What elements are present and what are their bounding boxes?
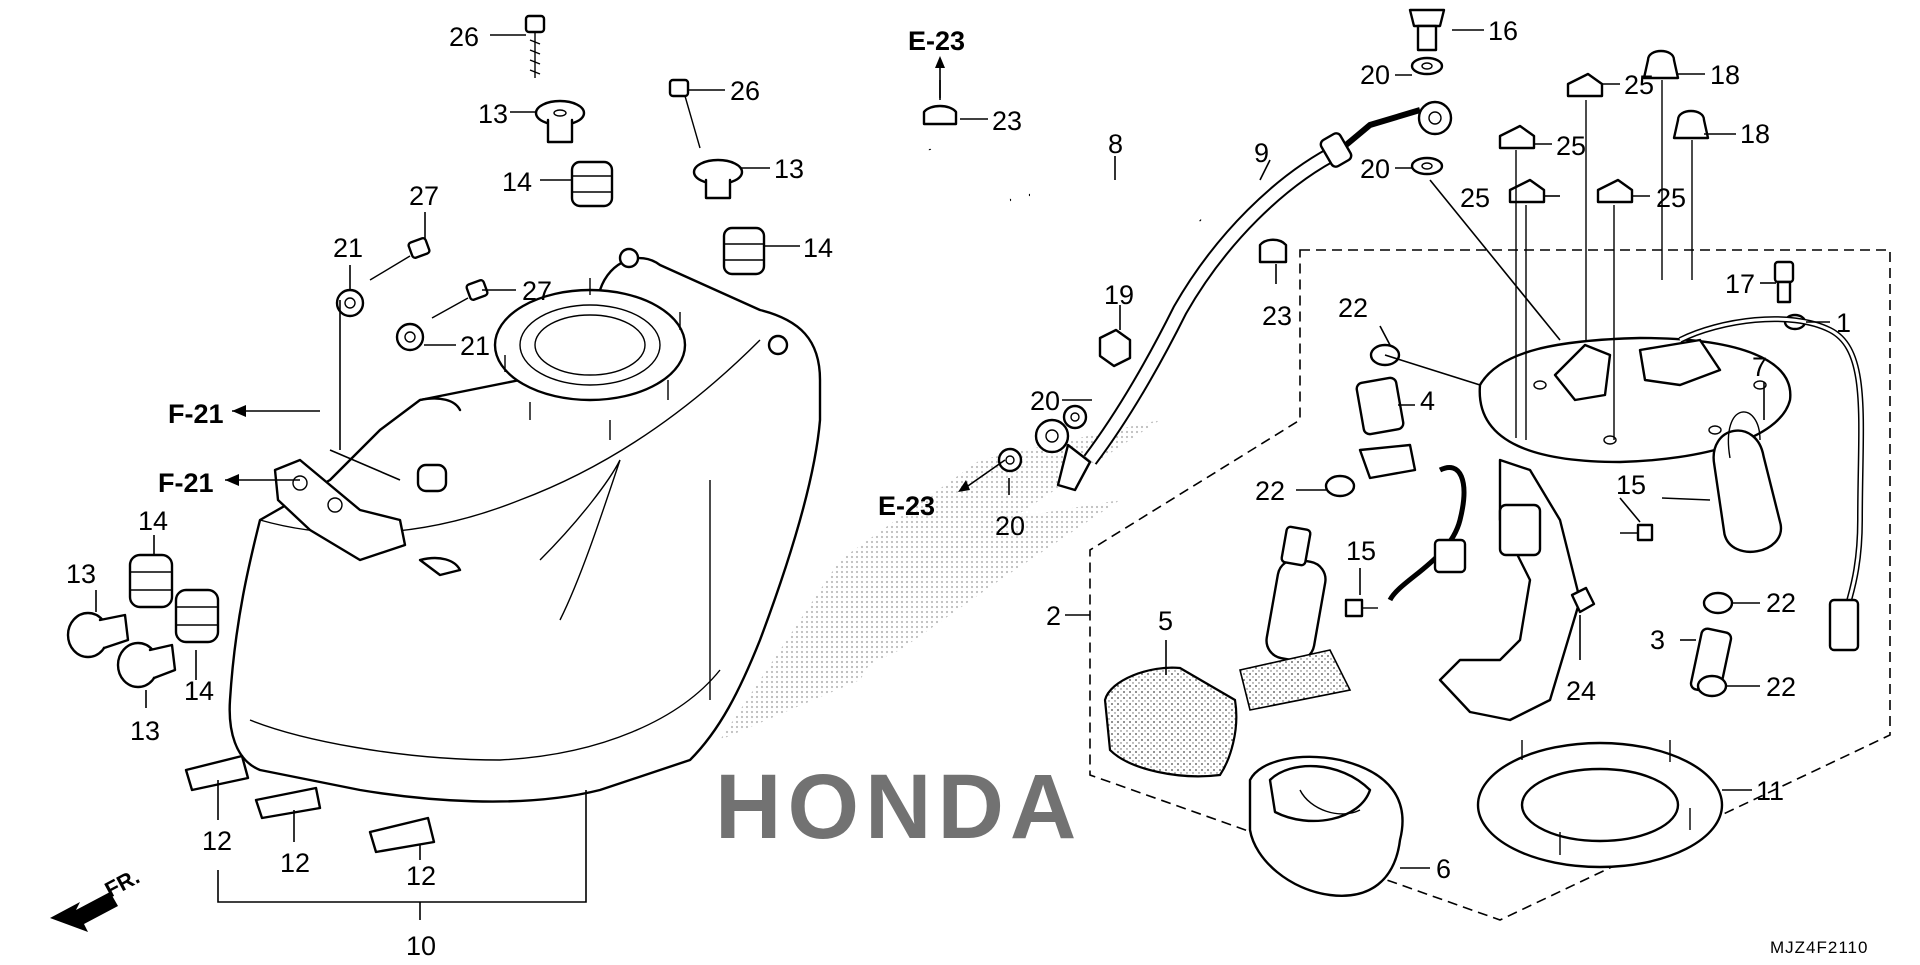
callout-24: 24 [1566,676,1596,706]
callout-27-b: 27 [522,276,552,306]
callout-17: 17 [1725,269,1755,299]
callout-27-a: 27 [409,181,439,211]
callout-12-a: 12 [202,826,232,856]
callout-3: 3 [1650,625,1665,655]
callout-16: 16 [1488,16,1518,46]
fuel-pump-assembly [1089,49,1891,921]
callout-2: 2 [1046,601,1061,631]
callout-12-b: 12 [280,848,310,878]
ref-f21-upper[interactable]: F-21 [168,399,224,429]
callout-6: 6 [1436,854,1451,884]
fuel-tank [228,247,822,803]
part-number-callouts: 26 13 14 26 13 14 27 27 21 21 14 13 14 1… [66,16,1851,961]
callout-25-c: 25 [1460,183,1490,213]
callout-20-c: 20 [1030,386,1060,416]
callout-21-a: 21 [333,233,363,263]
callout-9: 9 [1254,138,1269,168]
callout-14-a: 14 [502,167,532,197]
tank-fasteners [66,14,766,854]
honda-wing-watermark: HONDA [715,420,1160,858]
callout-25-d: 25 [1656,183,1686,213]
callout-22-d: 22 [1766,672,1796,702]
tank-studs [504,278,681,440]
callout-23-a: 23 [992,106,1022,136]
reference-arrows [225,56,1006,492]
callout-20-b: 20 [1360,154,1390,184]
callout-5: 5 [1158,606,1173,636]
callout-20-d: 20 [995,511,1025,541]
callout-15-b: 15 [1616,470,1646,500]
callout-1: 1 [1836,308,1851,338]
hoses [922,8,1453,492]
callout-10: 10 [406,931,436,960]
section-reference-labels: E-23 E-23 F-21 F-21 [158,26,965,521]
ref-f21-lower[interactable]: F-21 [158,468,214,498]
callout-25-b: 25 [1556,131,1586,161]
sponge-part-5 [1103,666,1238,778]
callout-25-a: 25 [1624,70,1654,100]
callout-12-c: 12 [406,861,436,891]
callout-23-b: 23 [1262,301,1292,331]
callout-13-b: 13 [774,154,804,184]
retaining-ring-part-11 [1476,740,1724,869]
callout-8: 8 [1108,129,1123,159]
callout-21-b: 21 [460,331,490,361]
front-direction-arrow [50,892,118,932]
callout-14-b: 14 [803,233,833,263]
diagram-code: MJZ4F2110 [1770,938,1868,957]
callout-26-a: 26 [449,22,479,52]
callout-15-a: 15 [1346,536,1376,566]
honda-watermark-text: HONDA [715,756,1082,858]
callout-13-c: 13 [66,559,96,589]
callout-13-d: 13 [130,716,160,746]
callout-22-a: 22 [1338,293,1368,323]
strainer-part-6 [1248,755,1404,897]
callout-18-b: 18 [1740,119,1770,149]
callout-11: 11 [1756,776,1784,806]
callout-22-b: 22 [1255,476,1285,506]
ref-e23-bottom[interactable]: E-23 [878,491,935,521]
ref-e23-top[interactable]: E-23 [908,26,965,56]
callout-13-a: 13 [478,99,508,129]
callout-19: 19 [1104,280,1134,310]
callout-14-c: 14 [138,506,168,536]
callout-7: 7 [1752,352,1767,382]
callout-4: 4 [1420,386,1435,416]
callout-26-b: 26 [730,76,760,106]
callout-14-d: 14 [184,676,214,706]
callout-18-a: 18 [1710,60,1740,90]
callout-22-c: 22 [1766,588,1796,618]
callout-20-a: 20 [1360,60,1390,90]
